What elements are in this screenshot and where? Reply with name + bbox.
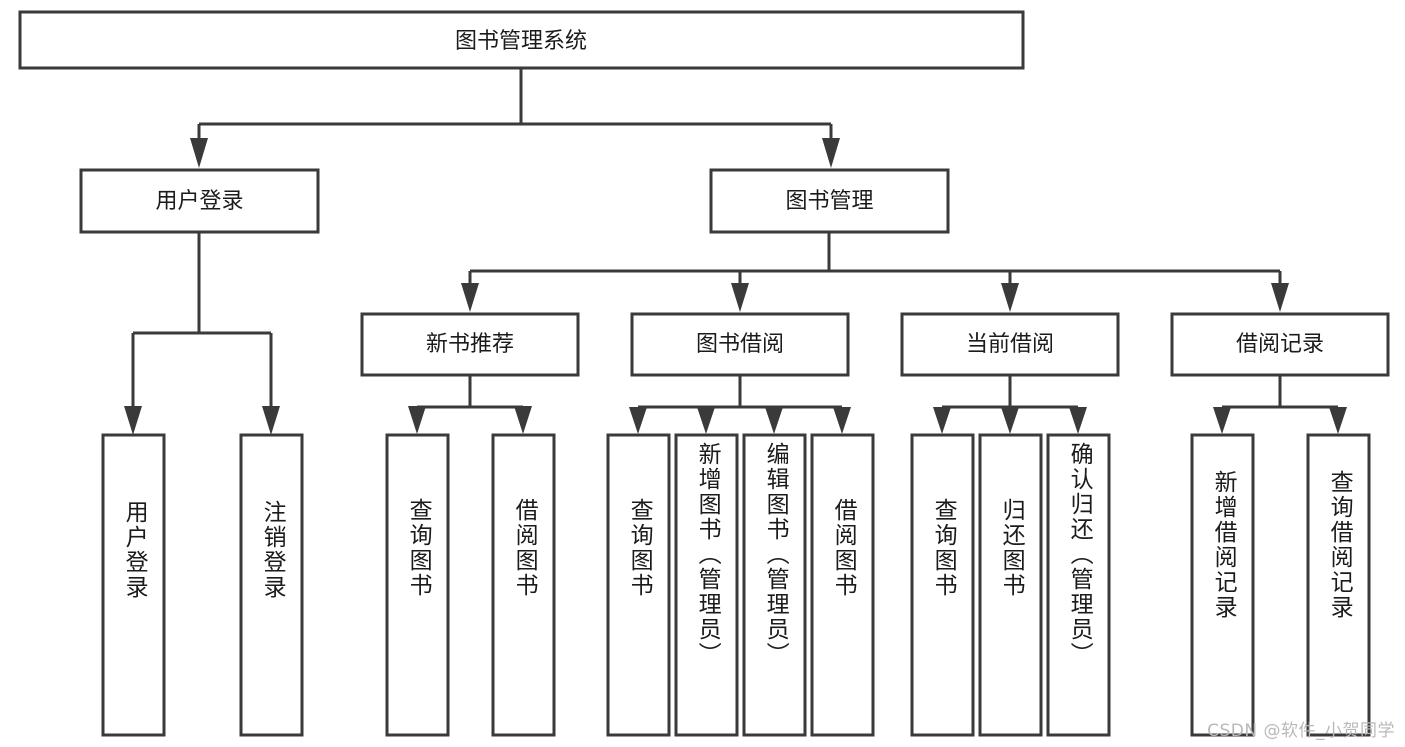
leaf-box-query-book-1[interactable] [385, 433, 450, 737]
arrow-head-icon [833, 407, 851, 434]
leaf-box-query-book-3[interactable] [910, 433, 975, 737]
leaf-box-add-book-admin[interactable] [674, 433, 739, 737]
arrow-head-icon [124, 406, 142, 435]
csdn-watermark: CSDN @软件_小贺同学 [1207, 721, 1395, 741]
leaf-box-borrow-book-1[interactable] [491, 433, 556, 737]
arrow-head-icon [697, 407, 715, 434]
node-book-manage[interactable]: 图书管理 [709, 168, 950, 234]
arrow-head-icon [822, 138, 840, 168]
arrow-head-icon [461, 283, 479, 312]
connector-current-borrow-to-leaves [933, 375, 1087, 434]
arrow-head-icon [629, 407, 647, 434]
node-user-login-label: 用户登录 [155, 189, 243, 214]
node-root-box[interactable] [18, 10, 1025, 70]
node-user-login-box[interactable] [79, 168, 320, 234]
arrow-head-icon [1001, 407, 1019, 434]
arrow-head-icon [1329, 407, 1347, 434]
connector-root-to-level2 [190, 68, 840, 168]
connector-new-book-recommend-to-leaves [408, 375, 532, 434]
connector-user-login-to-leaves [124, 232, 280, 435]
node-book-manage-label: 图书管理 [785, 189, 873, 214]
leaf-box-confirm-return-admin[interactable] [1046, 433, 1111, 737]
node-current-borrow[interactable]: 当前借阅 [900, 312, 1120, 377]
node-new-book-recommend-label: 新书推荐 [426, 332, 514, 357]
arrow-head-icon [1213, 407, 1231, 434]
node-book-borrow-label: 图书借阅 [696, 332, 784, 357]
connector-borrow-record-to-leaves [1213, 375, 1347, 434]
leaf-box-borrow-book-2[interactable] [810, 433, 875, 737]
node-user-login[interactable]: 用户登录 [79, 168, 320, 234]
arrow-head-icon [1001, 283, 1019, 312]
leaf-box-query-borrow-record[interactable] [1306, 433, 1371, 737]
node-root-label: 图书管理系统 [455, 29, 587, 54]
node-new-book-recommend[interactable]: 新书推荐 [360, 312, 580, 377]
arrow-head-icon [408, 406, 426, 434]
leaf-box-logout[interactable] [239, 433, 304, 737]
arrow-head-icon [731, 283, 749, 312]
node-new-book-recommend-box[interactable] [360, 312, 580, 377]
leaf-box-edit-book-admin[interactable] [742, 433, 807, 737]
arrow-head-icon [765, 407, 783, 434]
node-current-borrow-label: 当前借阅 [966, 332, 1054, 357]
leaf-box-user-login[interactable] [101, 433, 166, 737]
connector-book-borrow-to-leaves [629, 375, 851, 434]
arrow-head-icon [1069, 407, 1087, 434]
arrow-head-icon [514, 406, 532, 434]
leaf-box-add-borrow-record[interactable] [1190, 433, 1255, 737]
arrow-head-icon [1271, 283, 1289, 312]
connector-book-manage-to-level3 [461, 232, 1289, 312]
node-root[interactable]: 图书管理系统 [18, 10, 1025, 70]
node-current-borrow-box[interactable] [900, 312, 1120, 377]
node-book-borrow[interactable]: 图书借阅 [630, 312, 850, 377]
arrow-head-icon [190, 138, 208, 168]
leaf-box-return-book[interactable] [978, 433, 1043, 737]
node-borrow-record[interactable]: 借阅记录 [1170, 312, 1390, 377]
leaf-box-query-book-2[interactable] [606, 433, 671, 737]
node-borrow-record-label: 借阅记录 [1236, 332, 1324, 357]
arrow-head-icon [262, 406, 280, 435]
arrow-head-icon [933, 407, 951, 434]
